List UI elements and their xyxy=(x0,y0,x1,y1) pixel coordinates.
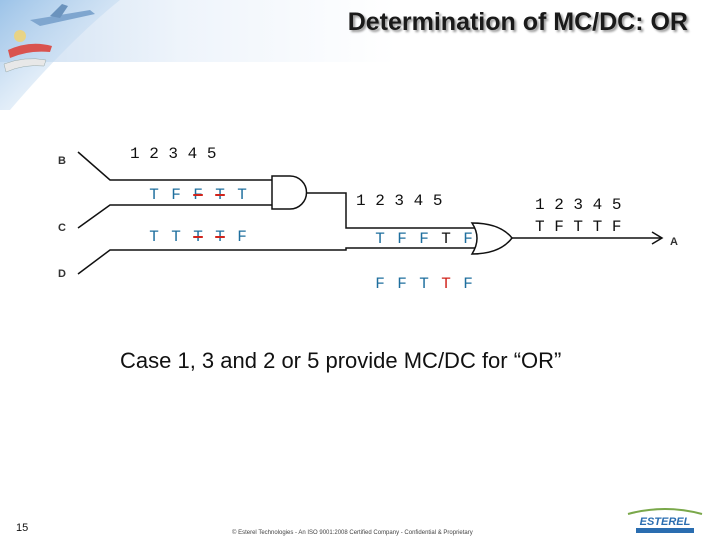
and-value-4: T xyxy=(441,230,463,248)
or-case-numbers: 1 2 3 4 5 xyxy=(535,196,621,214)
signal-d-label: D xyxy=(58,268,66,280)
d-value-1: F xyxy=(375,275,397,293)
d-value-4: T xyxy=(441,275,463,293)
page-number: 15 xyxy=(16,522,28,534)
signal-b-label: B xyxy=(58,155,66,167)
and-value-1: T xyxy=(375,230,397,248)
and-gate xyxy=(272,176,307,209)
esterel-logo: ESTEREL xyxy=(622,508,708,536)
and-value-3: F xyxy=(419,230,441,248)
b-value-5: T xyxy=(237,186,259,204)
signal-a-label: A xyxy=(670,236,678,248)
and-value-5: F xyxy=(463,230,485,248)
conclusion-caption: Case 1, 3 and 2 or 5 provide MC/DC for “… xyxy=(120,348,561,374)
signal-c-label: C xyxy=(58,222,66,234)
c-value-3: T xyxy=(193,228,215,246)
c-value-2: T xyxy=(171,228,193,246)
d-value-2: F xyxy=(397,275,419,293)
c-value-1: T xyxy=(149,228,171,246)
d-value-5: F xyxy=(463,275,485,293)
or-output-values: T F T T F xyxy=(535,218,621,236)
c-value-4: T xyxy=(215,228,237,246)
b-value-4: T xyxy=(215,186,237,204)
d-value-3: T xyxy=(419,275,441,293)
footer-copyright: © Esterel Technologies - An ISO 9001:200… xyxy=(232,530,473,536)
b-value-2: F xyxy=(171,186,193,204)
b-value-1: T xyxy=(149,186,171,204)
b-value-3: F xyxy=(193,186,215,204)
c-value-5: F xyxy=(237,228,259,246)
and-case-numbers: 1 2 3 4 5 xyxy=(356,192,442,210)
logo-text: ESTEREL xyxy=(640,516,691,528)
and-value-2: F xyxy=(397,230,419,248)
b-case-numbers: 1 2 3 4 5 xyxy=(130,145,216,163)
